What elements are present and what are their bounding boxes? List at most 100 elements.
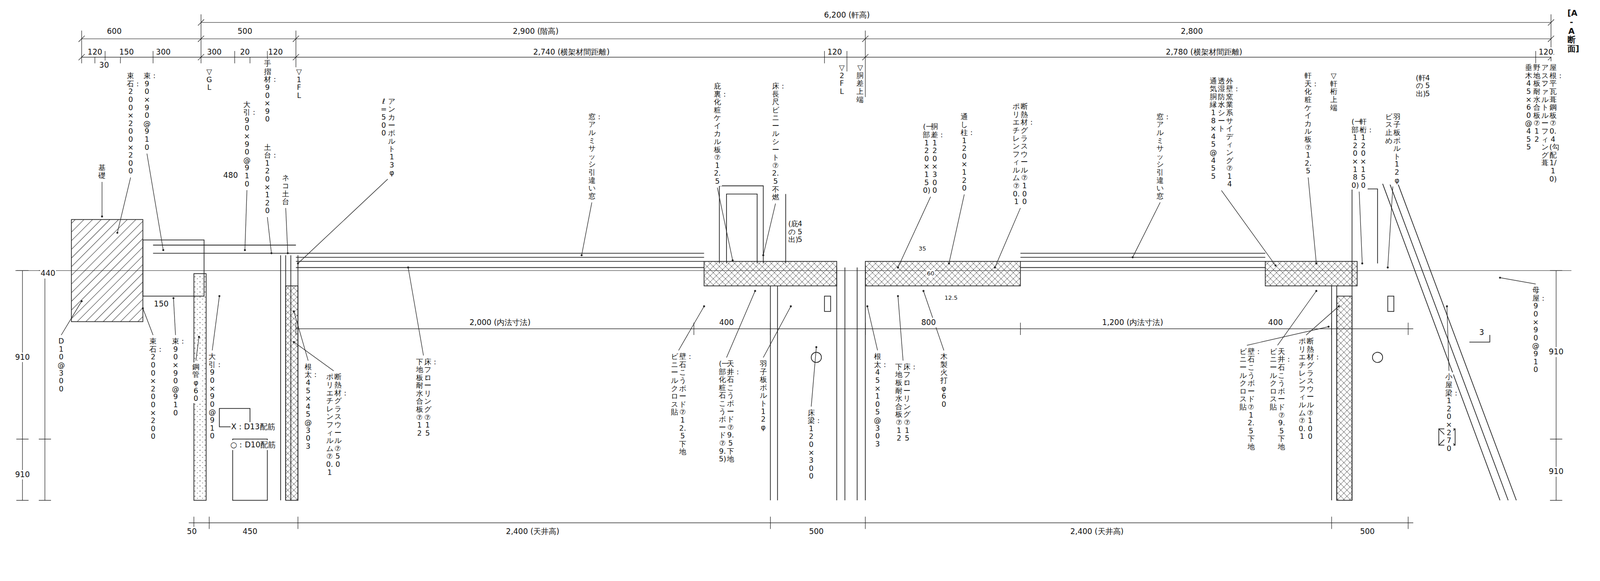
dimension-value: 30 — [98, 60, 110, 71]
leader-line — [1247, 326, 1329, 346]
text-column: 外壁：窯業系サイディング⑦14 — [1225, 77, 1234, 189]
leader-line — [143, 308, 154, 335]
leader-dot — [218, 295, 221, 297]
dimension-value: 2,740 (横架材間距離) — [532, 47, 611, 58]
callout-note: 小屋梁：120×270 — [1444, 372, 1454, 453]
callout-note: 大引：90×90@910 — [242, 100, 252, 189]
text-column: 天井：石こうボード⑦9.5下地 — [726, 359, 735, 463]
leader-dot — [406, 266, 409, 269]
leader-dot — [141, 307, 144, 310]
dimension-value: 20 — [239, 47, 251, 58]
callout-note: 羽子板ボルト12φ — [758, 359, 768, 432]
leader-dot — [789, 305, 792, 307]
text-column: 屋根：平瓦葺鋼板⑦0.4(勾配1/10) — [1549, 63, 1557, 183]
text-column: 壁：石こうボード⑦12.5下地 — [679, 352, 687, 456]
leader-line — [763, 203, 776, 256]
text-column: ビス止め — [1385, 112, 1393, 145]
callout-note: 庇裏：化粧ケイカル板⑦12.5 — [712, 81, 722, 186]
dimension-value: 120 — [1538, 47, 1554, 58]
dimension-value: 120 — [267, 47, 283, 58]
text-column: ▽胴差上端 — [856, 63, 864, 104]
text-column: 天井：石こうボード⑦9.5下地 — [1277, 347, 1286, 451]
text-column: 通し柱：120×120 — [960, 112, 968, 193]
text-column: ビニールクロス貼 — [670, 352, 679, 417]
leader-line — [581, 202, 592, 255]
text-column: (庇の出) — [788, 219, 796, 244]
leader-dot — [994, 266, 996, 269]
callout-note: 軒天：化粧ケイカル板⑦12.5 — [1303, 71, 1313, 176]
text-column: ▽軒桁上端 — [1330, 71, 1338, 112]
text-column: ポリエチレンフィルム⑦0.1 — [1012, 102, 1020, 206]
leader-dot — [866, 305, 869, 307]
text-column: 床梁：120×300 — [807, 408, 815, 481]
text-column: ポリエチレンフィルム⑦0.1 — [1298, 337, 1306, 441]
text-column: D10@300 — [57, 337, 65, 393]
leader-dot — [296, 262, 299, 264]
callout-note: ▽1FL — [294, 67, 304, 100]
callout-note: 根太：45×45@303 — [303, 362, 313, 451]
callout-note: 束：90×90@910 — [171, 336, 181, 417]
leader-dot — [702, 305, 705, 307]
leader-line — [1132, 202, 1161, 258]
dimension-value: 2,400 (天井高) — [505, 526, 560, 537]
text-column: 床：フローリング⑦15 — [424, 357, 432, 438]
leader-dot — [292, 340, 295, 343]
text-column: アスファルトルーフィング葺 — [1541, 63, 1549, 167]
text-column: ビニールクロス貼 — [1239, 347, 1247, 412]
callout-note: 基礎 — [97, 163, 107, 181]
leader-line — [994, 208, 1021, 268]
callout-note: 断熱材：グラスウール⑦50 ポリエチレンフィルム⑦0.1 — [325, 372, 343, 477]
text-column: 下地板：耐水合板⑦12 — [895, 362, 903, 443]
text-column: 束石：200×200×200 — [126, 71, 135, 176]
callout-note: 外壁：窯業系サイディング⑦14 透湿防水シート 通気胴縁：18×45@455 — [1208, 76, 1235, 189]
dimension-value: 450 — [242, 526, 258, 537]
leader-dot — [116, 231, 119, 234]
dimension-value: 50 — [186, 526, 198, 537]
callout-note: 土台：120×120 — [263, 143, 273, 216]
callout-note: ▽軒桁上端 — [1329, 71, 1339, 112]
leader-dot — [1315, 262, 1318, 264]
text-column: 鋼管φ60 — [192, 362, 200, 403]
leader-dot — [897, 266, 899, 269]
leader-line — [717, 187, 733, 261]
leader-dot — [198, 335, 200, 338]
text-column: 床：長尺ビニールシート⑦2.5不燃 — [772, 82, 780, 202]
leader-dot — [762, 254, 764, 256]
callout-note: ▽GL — [204, 67, 214, 93]
leader-dot — [1315, 289, 1318, 292]
text-column: 母屋：90×90@910 — [1532, 286, 1540, 374]
text-column: (軒の出) — [1415, 73, 1424, 98]
text-column: 庇裏：化粧ケイカル板⑦12.5 — [713, 82, 722, 186]
leader-line — [1308, 177, 1317, 264]
text-column: 大引：90×90@910 — [208, 352, 216, 440]
leader-line — [297, 179, 388, 264]
dimension-value: 1,200 (内法寸法) — [1101, 317, 1164, 328]
callout-note: 床梁：120×300 — [806, 408, 816, 481]
callout-note: ▽胴差上端 — [855, 63, 865, 104]
leader-dot — [1274, 264, 1277, 267]
dimension-value: 2,900 (階高) — [512, 26, 560, 37]
text-column: 木製火打φ60 — [940, 352, 948, 408]
section-outline — [15, 183, 1572, 500]
leader-line — [173, 297, 176, 335]
dimension-value: 35 — [918, 245, 927, 253]
leader-line — [245, 189, 248, 250]
text-column: 下地板：耐水合板⑦12 — [416, 357, 424, 438]
leader-line — [811, 346, 817, 407]
text-column: (一部：化粧石こうボード⑦9.5) — [718, 359, 727, 463]
text-column: 束：90×90@910 — [143, 71, 151, 152]
text-column: ℓ=500 — [379, 97, 388, 138]
leader-dot — [286, 252, 289, 255]
text-column: 土台：120×120 — [263, 143, 272, 215]
leader-line — [101, 181, 103, 217]
text-column: ▽2FL — [838, 63, 846, 96]
callout-note: 根太：45×105@303 — [873, 351, 883, 449]
leader-dot — [172, 296, 175, 299]
text-column: 断熱材：グラスウール⑦100 — [1020, 102, 1028, 206]
leader-line — [763, 305, 791, 358]
callout-note: ▽2FL — [837, 63, 847, 96]
callout-note: 天井：石こうボード⑦9.5下地 ビニールクロス貼 — [1268, 346, 1286, 452]
text-column: 大引：90×90@910 — [243, 100, 251, 189]
leader-line — [117, 177, 131, 233]
